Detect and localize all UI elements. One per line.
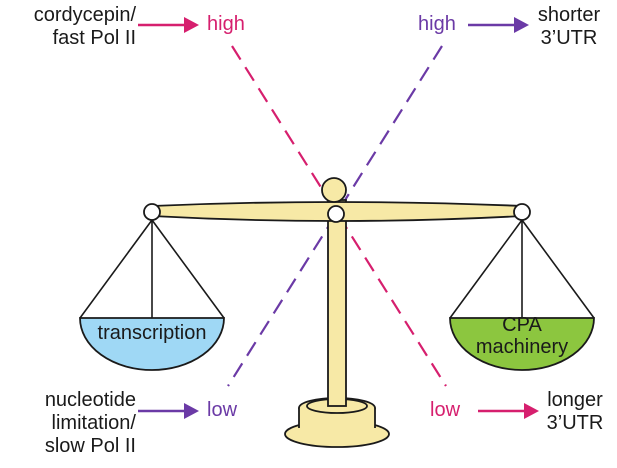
arrow-nucleotide-to-low: [138, 403, 199, 419]
scale-pillar: [327, 199, 347, 407]
transcription-pan: [79, 317, 225, 371]
cordycepin-fast-pol-ii-label: cordycepin/ fast Pol II: [33, 4, 136, 49]
high-label-left: high: [207, 13, 245, 35]
beam-center-pivot: [327, 205, 345, 223]
transcription-label: transcription: [97, 322, 207, 344]
cpa-machinery-label: CPA machinery: [475, 314, 569, 358]
high-label-right: high: [418, 13, 456, 35]
arrow-low-to-longer: [478, 403, 539, 419]
longer-3utr-label: longer 3’UTR: [546, 389, 604, 434]
nucleotide-limitation-slow-pol-ii-label: nucleotide limitation/ slow Pol II: [44, 389, 136, 457]
scale-top-knob: [321, 177, 347, 203]
arrow-high-to-shorter: [468, 17, 529, 33]
low-label-left: low: [207, 399, 238, 421]
arrow-cordycepin-to-high: [138, 17, 199, 33]
beam-left-pivot: [143, 203, 161, 221]
right-pan-strings: [449, 219, 595, 319]
cpa-machinery-pan: [449, 317, 595, 371]
shorter-3utr-label: shorter 3’UTR: [537, 4, 601, 49]
scale-base-middle: [299, 408, 375, 428]
left-pan-strings: [79, 219, 225, 319]
beam-right-pivot: [513, 203, 531, 221]
low-label-right: low: [430, 399, 461, 421]
